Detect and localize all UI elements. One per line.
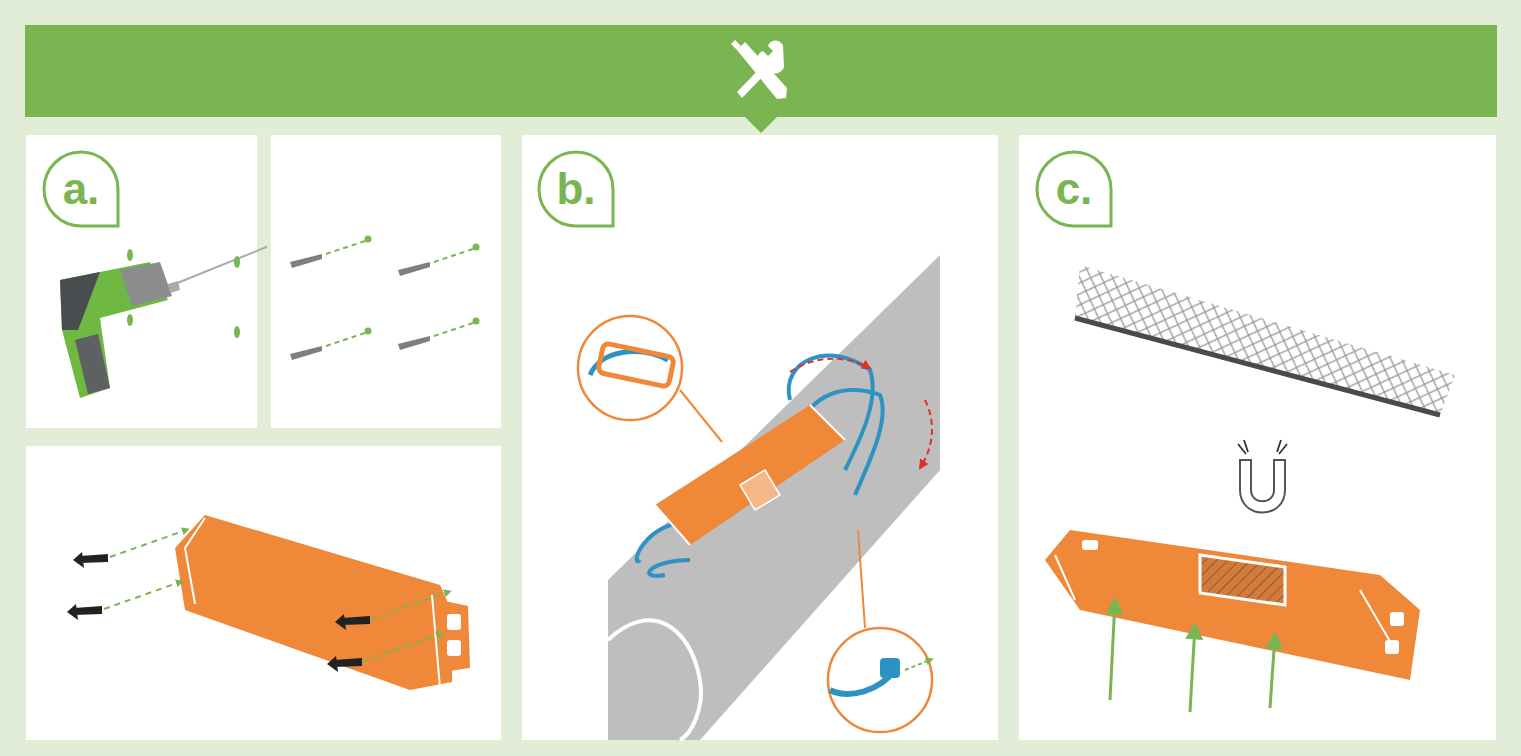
callout-bottom	[828, 530, 932, 732]
header-pointer	[745, 117, 777, 133]
step-label: a.	[63, 167, 100, 211]
rotation-arrows	[790, 359, 932, 468]
magnet	[1238, 440, 1287, 513]
badge-shape	[1037, 152, 1111, 226]
drill-holes	[127, 249, 240, 338]
step-label: b.	[556, 167, 595, 211]
header-bar	[25, 25, 1497, 117]
push-arrows	[1110, 600, 1275, 712]
screws	[67, 530, 448, 672]
wall-plugs	[290, 236, 480, 361]
badge-shape	[539, 152, 613, 226]
step-badge: c.	[1035, 150, 1113, 228]
panels	[26, 135, 1496, 740]
tools-icon	[731, 40, 787, 99]
drill	[60, 247, 267, 398]
callout-top	[578, 316, 722, 442]
step-badge: a.	[42, 150, 120, 228]
step-label: c.	[1056, 167, 1093, 211]
metal-mesh	[1075, 265, 1455, 415]
sensor-unit	[655, 405, 845, 545]
device-back	[1045, 530, 1420, 680]
orange-device	[175, 515, 470, 690]
badge-shape	[44, 152, 118, 226]
step-badge: b.	[537, 150, 615, 228]
